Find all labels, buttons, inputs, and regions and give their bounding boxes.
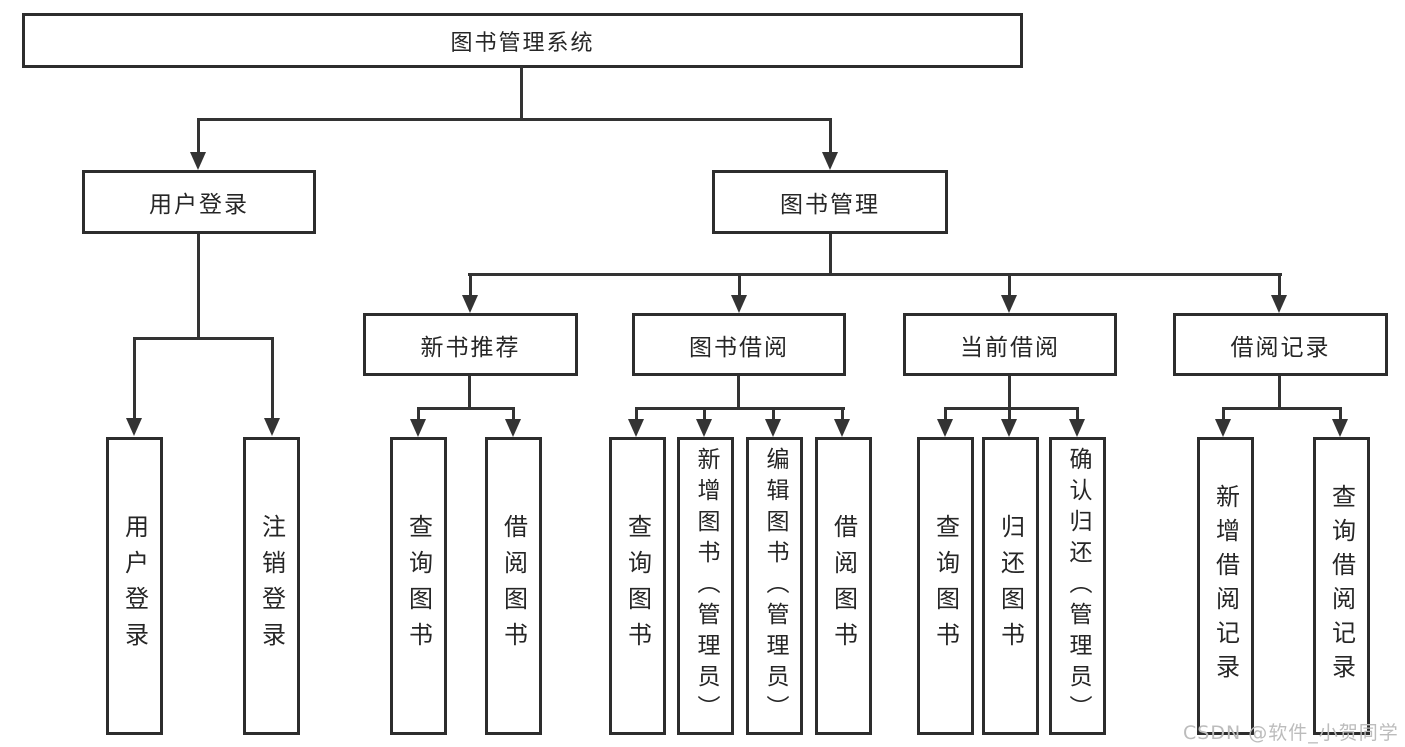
connector-drop-confirm (1076, 409, 1079, 420)
connector-root-trunk (520, 66, 523, 120)
arrow-edit-book (765, 419, 781, 437)
connector-drop-edit-book (772, 409, 775, 420)
node-book-borrow-label: 图书借阅 (689, 334, 789, 361)
node-new-book-recommend: 新书推荐 (363, 313, 578, 376)
arrow-borrow (731, 295, 747, 313)
connector-drop-query3 (944, 409, 947, 420)
connector-drop-recommend (469, 275, 472, 297)
node-library-system: 图书管理系统 (22, 13, 1023, 68)
leaf-query-books-borrow-label: 查询图书 (623, 514, 652, 658)
node-user-login-label: 用户登录 (149, 192, 249, 218)
arrow-query1 (410, 419, 426, 437)
node-borrow-records-label: 借阅记录 (1230, 334, 1331, 361)
leaf-confirm-return-admin: 确认归还（管理员） (1049, 437, 1106, 735)
connector-drop-borrow1 (512, 409, 515, 420)
connector-current-bar (944, 407, 1079, 410)
arrow-query-record (1332, 419, 1348, 437)
connector-drop-query-record (1339, 409, 1342, 420)
arrow-leaf-login (126, 418, 142, 436)
connector-borrow-bar (635, 407, 845, 410)
arrow-query2 (628, 419, 644, 437)
connector-drop-user-login (197, 120, 200, 154)
node-book-borrow: 图书借阅 (632, 313, 846, 376)
leaf-logout: 注销登录 (243, 437, 300, 735)
connector-drop-query1 (417, 409, 420, 420)
connector-mgmt-trunk (829, 234, 832, 275)
arrow-book-mgmt (822, 152, 838, 170)
leaf-query-borrow-record-label: 查询借阅记录 (1327, 484, 1356, 688)
arrow-add-record (1215, 419, 1231, 437)
arrow-confirm (1069, 419, 1085, 437)
node-book-management-label: 图书管理 (780, 192, 880, 218)
node-current-borrow: 当前借阅 (903, 313, 1117, 376)
node-library-system-label: 图书管理系统 (450, 30, 595, 56)
leaf-return-book: 归还图书 (982, 437, 1039, 735)
leaf-borrow-books-recommend: 借阅图书 (485, 437, 542, 735)
arrow-current (1001, 295, 1017, 313)
connector-drop-records (1278, 275, 1281, 297)
connector-drop-current (1008, 275, 1011, 297)
leaf-query-books-borrow: 查询图书 (609, 437, 666, 735)
arrow-add-book (696, 419, 712, 437)
node-user-login: 用户登录 (82, 170, 316, 234)
arrow-recommend (462, 295, 478, 313)
leaf-user-login-label: 用户登录 (120, 514, 149, 658)
arrow-records (1271, 295, 1287, 313)
connector-drop-leaf-login (133, 339, 136, 419)
leaf-edit-book-admin-label: 编辑图书（管理员） (762, 446, 788, 726)
node-current-borrow-label: 当前借阅 (960, 334, 1060, 361)
leaf-borrow-books-2: 借阅图书 (815, 437, 872, 735)
connector-recommend-bar (417, 407, 515, 410)
leaf-confirm-return-admin-label: 确认归还（管理员） (1065, 446, 1091, 726)
arrow-user-login (190, 152, 206, 170)
connector-records-trunk (1278, 376, 1281, 409)
connector-drop-leaf-logout (271, 339, 274, 419)
connector-drop-book-mgmt (829, 120, 832, 154)
connector-root-bar (197, 118, 832, 121)
connector-drop-return (1008, 409, 1011, 420)
arrow-return (1001, 419, 1017, 437)
connector-recommend-trunk (468, 376, 471, 409)
leaf-query-books-current: 查询图书 (917, 437, 974, 735)
csdn-watermark: CSDN @软件_小贺同学 (1183, 722, 1399, 744)
arrow-borrow1 (505, 419, 521, 437)
leaf-return-book-label: 归还图书 (996, 514, 1025, 658)
leaf-add-borrow-record-label: 新增借阅记录 (1211, 484, 1240, 688)
leaf-query-books-recommend: 查询图书 (390, 437, 447, 735)
leaf-query-borrow-record: 查询借阅记录 (1313, 437, 1370, 735)
leaf-user-login: 用户登录 (106, 437, 163, 735)
leaf-add-book-admin: 新增图书（管理员） (677, 437, 734, 735)
leaf-edit-book-admin: 编辑图书（管理员） (746, 437, 803, 735)
connector-current-trunk (1008, 376, 1011, 409)
node-borrow-records: 借阅记录 (1173, 313, 1388, 376)
node-new-book-recommend-label: 新书推荐 (420, 334, 521, 361)
arrow-borrow2 (834, 419, 850, 437)
leaf-add-book-admin-label: 新增图书（管理员） (693, 446, 719, 726)
connector-borrow-trunk (737, 376, 740, 409)
connector-drop-add-record (1222, 409, 1225, 420)
leaf-add-borrow-record: 新增借阅记录 (1197, 437, 1254, 735)
connector-drop-borrow (738, 275, 741, 297)
leaf-borrow-books-2-label: 借阅图书 (829, 514, 858, 658)
connector-login-trunk (197, 234, 200, 340)
arrow-leaf-logout (264, 418, 280, 436)
connector-login-bar (133, 337, 274, 340)
arrow-query3 (937, 419, 953, 437)
leaf-query-books-recommend-label: 查询图书 (404, 514, 433, 658)
leaf-query-books-current-label: 查询图书 (931, 514, 960, 658)
connector-mgmt-bar (468, 273, 1282, 276)
leaf-borrow-books-recommend-label: 借阅图书 (499, 514, 528, 658)
node-book-management: 图书管理 (712, 170, 948, 234)
connector-drop-query2 (635, 409, 638, 420)
connector-drop-borrow2 (841, 409, 844, 420)
connector-drop-add-book (703, 409, 706, 420)
connector-records-bar (1222, 407, 1342, 410)
leaf-logout-label: 注销登录 (257, 514, 286, 658)
